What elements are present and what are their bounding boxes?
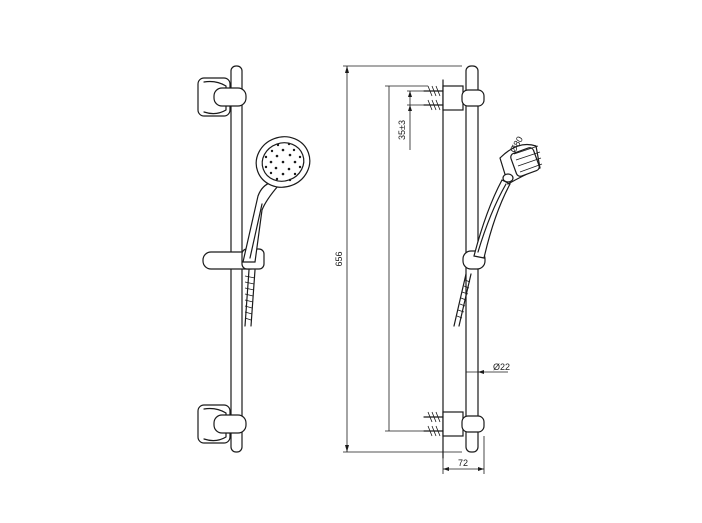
dim-height-label: 656 <box>334 251 344 266</box>
dim-rail-label: Ø22 <box>493 362 510 372</box>
dimension-projection: 72 <box>442 436 485 474</box>
side-view <box>423 65 543 459</box>
bottom-wall-bracket <box>197 404 247 444</box>
front-view <box>197 65 311 453</box>
hand-shower <box>242 136 311 263</box>
side-hand-shower <box>473 143 543 259</box>
top-wall-bracket <box>197 77 247 117</box>
side-top-bracket <box>423 85 485 111</box>
dimension-rail-diameter: Ø22 <box>466 362 510 374</box>
shower-hose <box>244 269 256 327</box>
spray-nozzles <box>264 142 302 182</box>
side-hose <box>453 273 472 327</box>
dimension-height: 656 <box>334 65 462 453</box>
dim-projection-label: 72 <box>458 458 468 468</box>
dim-spacing-label: 35±3 <box>397 120 407 140</box>
side-bottom-bracket <box>423 411 485 437</box>
dimension-bracket-spacing: 35±3 <box>385 85 440 432</box>
